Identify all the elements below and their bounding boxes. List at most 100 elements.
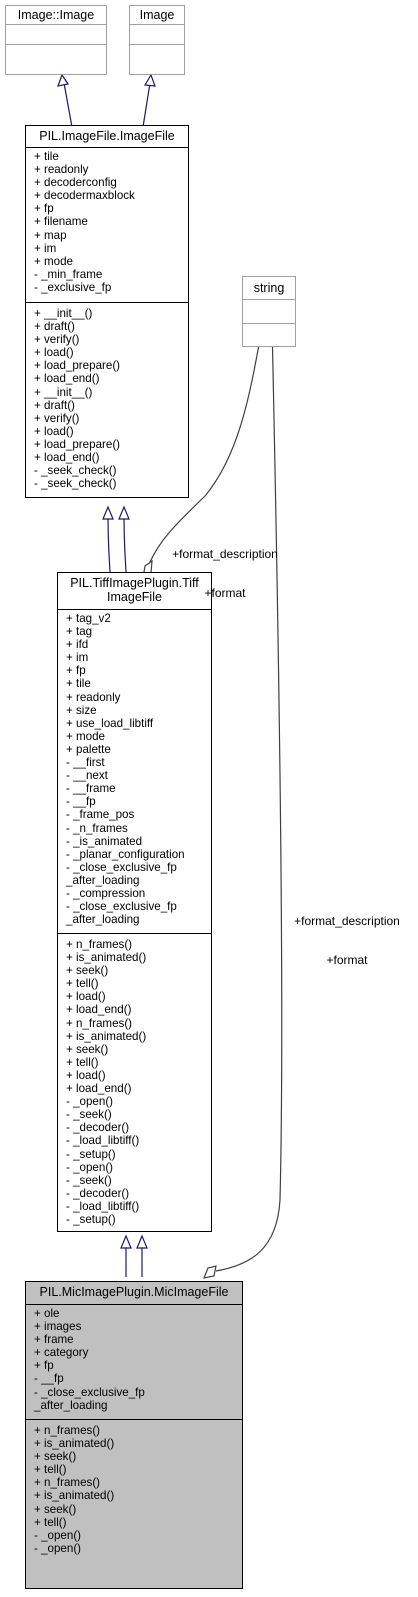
class-attribute: + decodermaxblock — [34, 189, 135, 203]
class-attribute: - _is_animated — [66, 834, 143, 848]
methods-section: + __init__()+ draft()+ verify()+ load()+… — [26, 303, 188, 492]
class-method: - _seek_check() — [34, 477, 117, 491]
edge-imagefile-to-image-image — [57, 73, 73, 128]
class-method: - _seek() — [66, 1173, 112, 1187]
class-name: PIL.ImageFile.ImageFile — [39, 129, 175, 143]
class-method: + seek() — [34, 1450, 77, 1464]
methods-section: + n_frames()+ is_animated()+ seek()+ tel… — [26, 1420, 242, 1557]
class-attribute: _after_loading — [66, 913, 140, 927]
class-method: + draft() — [34, 320, 75, 334]
class-attribute: + fp — [34, 202, 54, 216]
class-method: + verify() — [34, 333, 80, 347]
class-method: + n_frames() — [34, 1476, 101, 1490]
class-method: + verify() — [34, 411, 80, 425]
class-micimagefile[interactable]: PIL.MicImagePlugin.MicImageFile + ole+ i… — [25, 1281, 243, 1589]
class-method: - _open() — [34, 1541, 82, 1555]
class-method: + is_animated() — [66, 1029, 147, 1043]
class-method: + n_frames() — [34, 1424, 101, 1437]
class-name: string — [253, 281, 285, 295]
class-method: - _decoder() — [66, 1121, 130, 1135]
edge-label-line: +format — [326, 953, 368, 967]
class-method: - _load_libtiff() — [66, 1134, 140, 1148]
attributes-section — [6, 24, 106, 44]
edge-label-line: +format_description — [172, 547, 278, 561]
class-attribute: + tile — [34, 150, 59, 163]
class-attribute: + tag — [66, 625, 93, 639]
edge-label-string-to-tiff: +format_description +format — [166, 522, 284, 613]
class-attribute: - _planar_configuration — [66, 847, 185, 861]
class-method: + seek() — [34, 1502, 77, 1516]
class-image-image[interactable]: Image::Image — [5, 5, 107, 75]
class-attribute: - __next — [66, 769, 108, 783]
class-attribute: + fp — [34, 1359, 54, 1373]
class-attribute: + im — [66, 651, 89, 665]
class-method: + n_frames() — [66, 1016, 133, 1030]
class-method: + load_end() — [34, 451, 100, 465]
class-method: + load() — [34, 346, 74, 360]
class-attribute: - _n_frames — [66, 821, 128, 835]
class-method: + load() — [66, 1068, 106, 1082]
class-attribute: _after_loading — [66, 873, 140, 887]
edge-string-to-mic — [203, 322, 283, 1279]
class-method: + tell() — [66, 977, 99, 991]
class-method: - _decoder() — [66, 1186, 130, 1200]
class-method: + is_animated() — [34, 1437, 115, 1451]
edge-mic-to-tiff-2 — [136, 1234, 148, 1277]
class-attribute: + use_load_libtiff — [66, 716, 154, 730]
class-attribute: + filename — [34, 215, 88, 229]
class-name: Image::Image — [17, 8, 95, 22]
class-method: + n_frames() — [66, 938, 133, 951]
class-method: - _open() — [34, 1528, 82, 1542]
class-method: + tell() — [66, 1055, 99, 1069]
attributes-section: + tile+ readonly+ decoderconfig+ decoder… — [26, 148, 188, 302]
class-attribute: + mode — [34, 254, 73, 268]
class-name-line-1: PIL.TiffImagePlugin.Tiff — [70, 576, 199, 590]
class-attribute: + map — [34, 228, 67, 242]
class-attribute: + decoderconfig — [34, 176, 117, 190]
methods-section: + n_frames()+ is_animated()+ seek()+ tel… — [58, 934, 211, 1228]
edge-label-line: +format — [204, 586, 246, 600]
methods-section — [243, 323, 295, 346]
class-attribute: - __first — [66, 756, 105, 770]
attributes-section: + ole+ images+ frame+ category+ fp- __fp… — [26, 1305, 242, 1419]
class-method: + load_prepare() — [34, 437, 121, 451]
edge-imagefile-to-image — [142, 73, 156, 128]
class-name-line-2: ImageFile — [107, 590, 162, 604]
class-name: PIL.TiffImagePlugin.Tiff ImageFile — [58, 573, 211, 609]
class-string[interactable]: string — [242, 276, 296, 347]
class-method: + load() — [34, 424, 74, 438]
class-attribute: - _exclusive_fp — [34, 280, 112, 294]
class-attribute: + size — [66, 703, 97, 717]
class-method: + is_animated() — [66, 951, 147, 965]
class-attribute: - __fp — [34, 1372, 64, 1386]
class-method: - _seek_check() — [34, 464, 117, 478]
class-attribute: - _close_exclusive_fp — [66, 860, 177, 874]
class-method: + seek() — [66, 1042, 109, 1056]
class-method: - _open() — [66, 1160, 114, 1174]
class-method: + load_end() — [66, 1003, 132, 1017]
edge-mic-to-tiff-1 — [120, 1234, 132, 1277]
class-attribute: - _min_frame — [34, 267, 103, 281]
methods-section — [6, 44, 106, 64]
class-attribute: - _frame_pos — [66, 808, 135, 822]
class-tiffimagefile[interactable]: PIL.TiffImagePlugin.Tiff ImageFile + tag… — [57, 572, 212, 1232]
class-imagefile[interactable]: PIL.ImageFile.ImageFile + tile+ readonly… — [25, 125, 189, 498]
class-method: - _load_libtiff() — [66, 1199, 140, 1213]
class-attribute: - __fp — [66, 795, 96, 809]
class-attribute: + ifd — [66, 638, 89, 652]
class-attribute: + ole — [34, 1307, 60, 1320]
class-method: + is_animated() — [34, 1489, 115, 1503]
class-method: + load_prepare() — [34, 359, 121, 373]
class-attribute: _after_loading — [34, 1398, 108, 1412]
class-name: PIL.MicImagePlugin.MicImageFile — [39, 1285, 229, 1299]
class-attribute: + tile — [66, 677, 91, 691]
class-method: - _open() — [66, 1095, 114, 1109]
class-attribute: + mode — [66, 729, 105, 743]
class-attribute: + images — [34, 1320, 82, 1334]
class-method: + seek() — [66, 964, 109, 978]
class-method: + tell() — [34, 1515, 67, 1529]
attributes-section — [243, 299, 295, 323]
class-image[interactable]: Image — [129, 5, 185, 75]
class-attribute: - _compression — [66, 886, 146, 900]
